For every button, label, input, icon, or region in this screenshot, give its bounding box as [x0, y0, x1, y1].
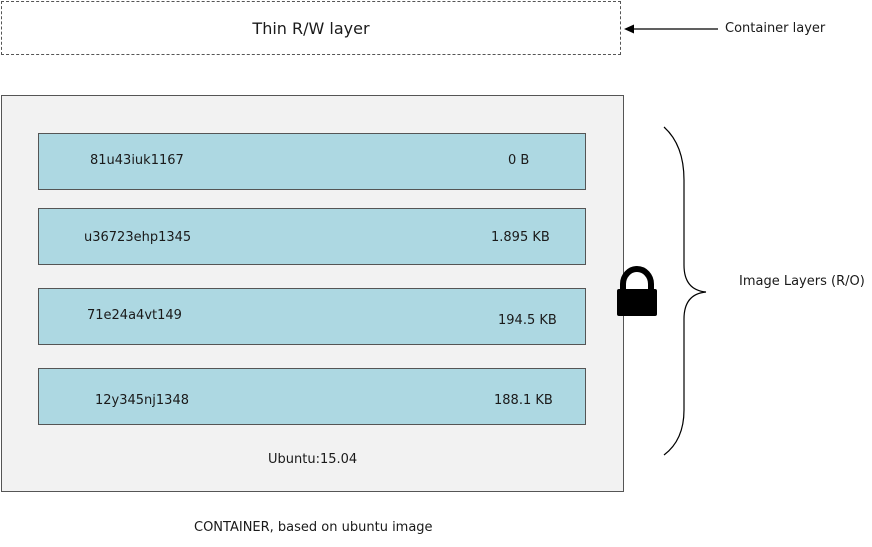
image-layer-2: u36723ehp1345 1.895 KB — [38, 208, 586, 265]
layer-size: 188.1 KB — [494, 393, 553, 408]
thin-rw-layer: Thin R/W layer — [1, 1, 621, 55]
lock-icon — [617, 266, 657, 316]
curly-brace-icon — [663, 126, 707, 456]
layer-id: 12y345nj1348 — [95, 393, 189, 408]
container-layer-label: Container layer — [725, 21, 826, 36]
layer-id: 81u43iuk1167 — [90, 153, 184, 168]
layer-size: 194.5 KB — [498, 313, 557, 328]
layer-size: 0 B — [508, 153, 530, 168]
layer-size: 1.895 KB — [491, 230, 550, 245]
base-image-label: Ubuntu:15.04 — [268, 452, 358, 467]
layer-id: 71e24a4vt149 — [87, 308, 182, 323]
layer-id: u36723ehp1345 — [84, 230, 192, 245]
container-caption: CONTAINER, based on ubuntu image — [194, 520, 433, 535]
thin-rw-layer-label: Thin R/W layer — [252, 18, 370, 38]
image-layer-3: 71e24a4vt149 194.5 KB — [38, 288, 586, 345]
image-layer-1: 81u43iuk1167 0 B — [38, 133, 586, 190]
arrow-left-icon — [624, 24, 718, 34]
image-layer-4: 12y345nj1348 188.1 KB — [38, 368, 586, 425]
image-layers-label: Image Layers (R/O) — [739, 274, 865, 289]
